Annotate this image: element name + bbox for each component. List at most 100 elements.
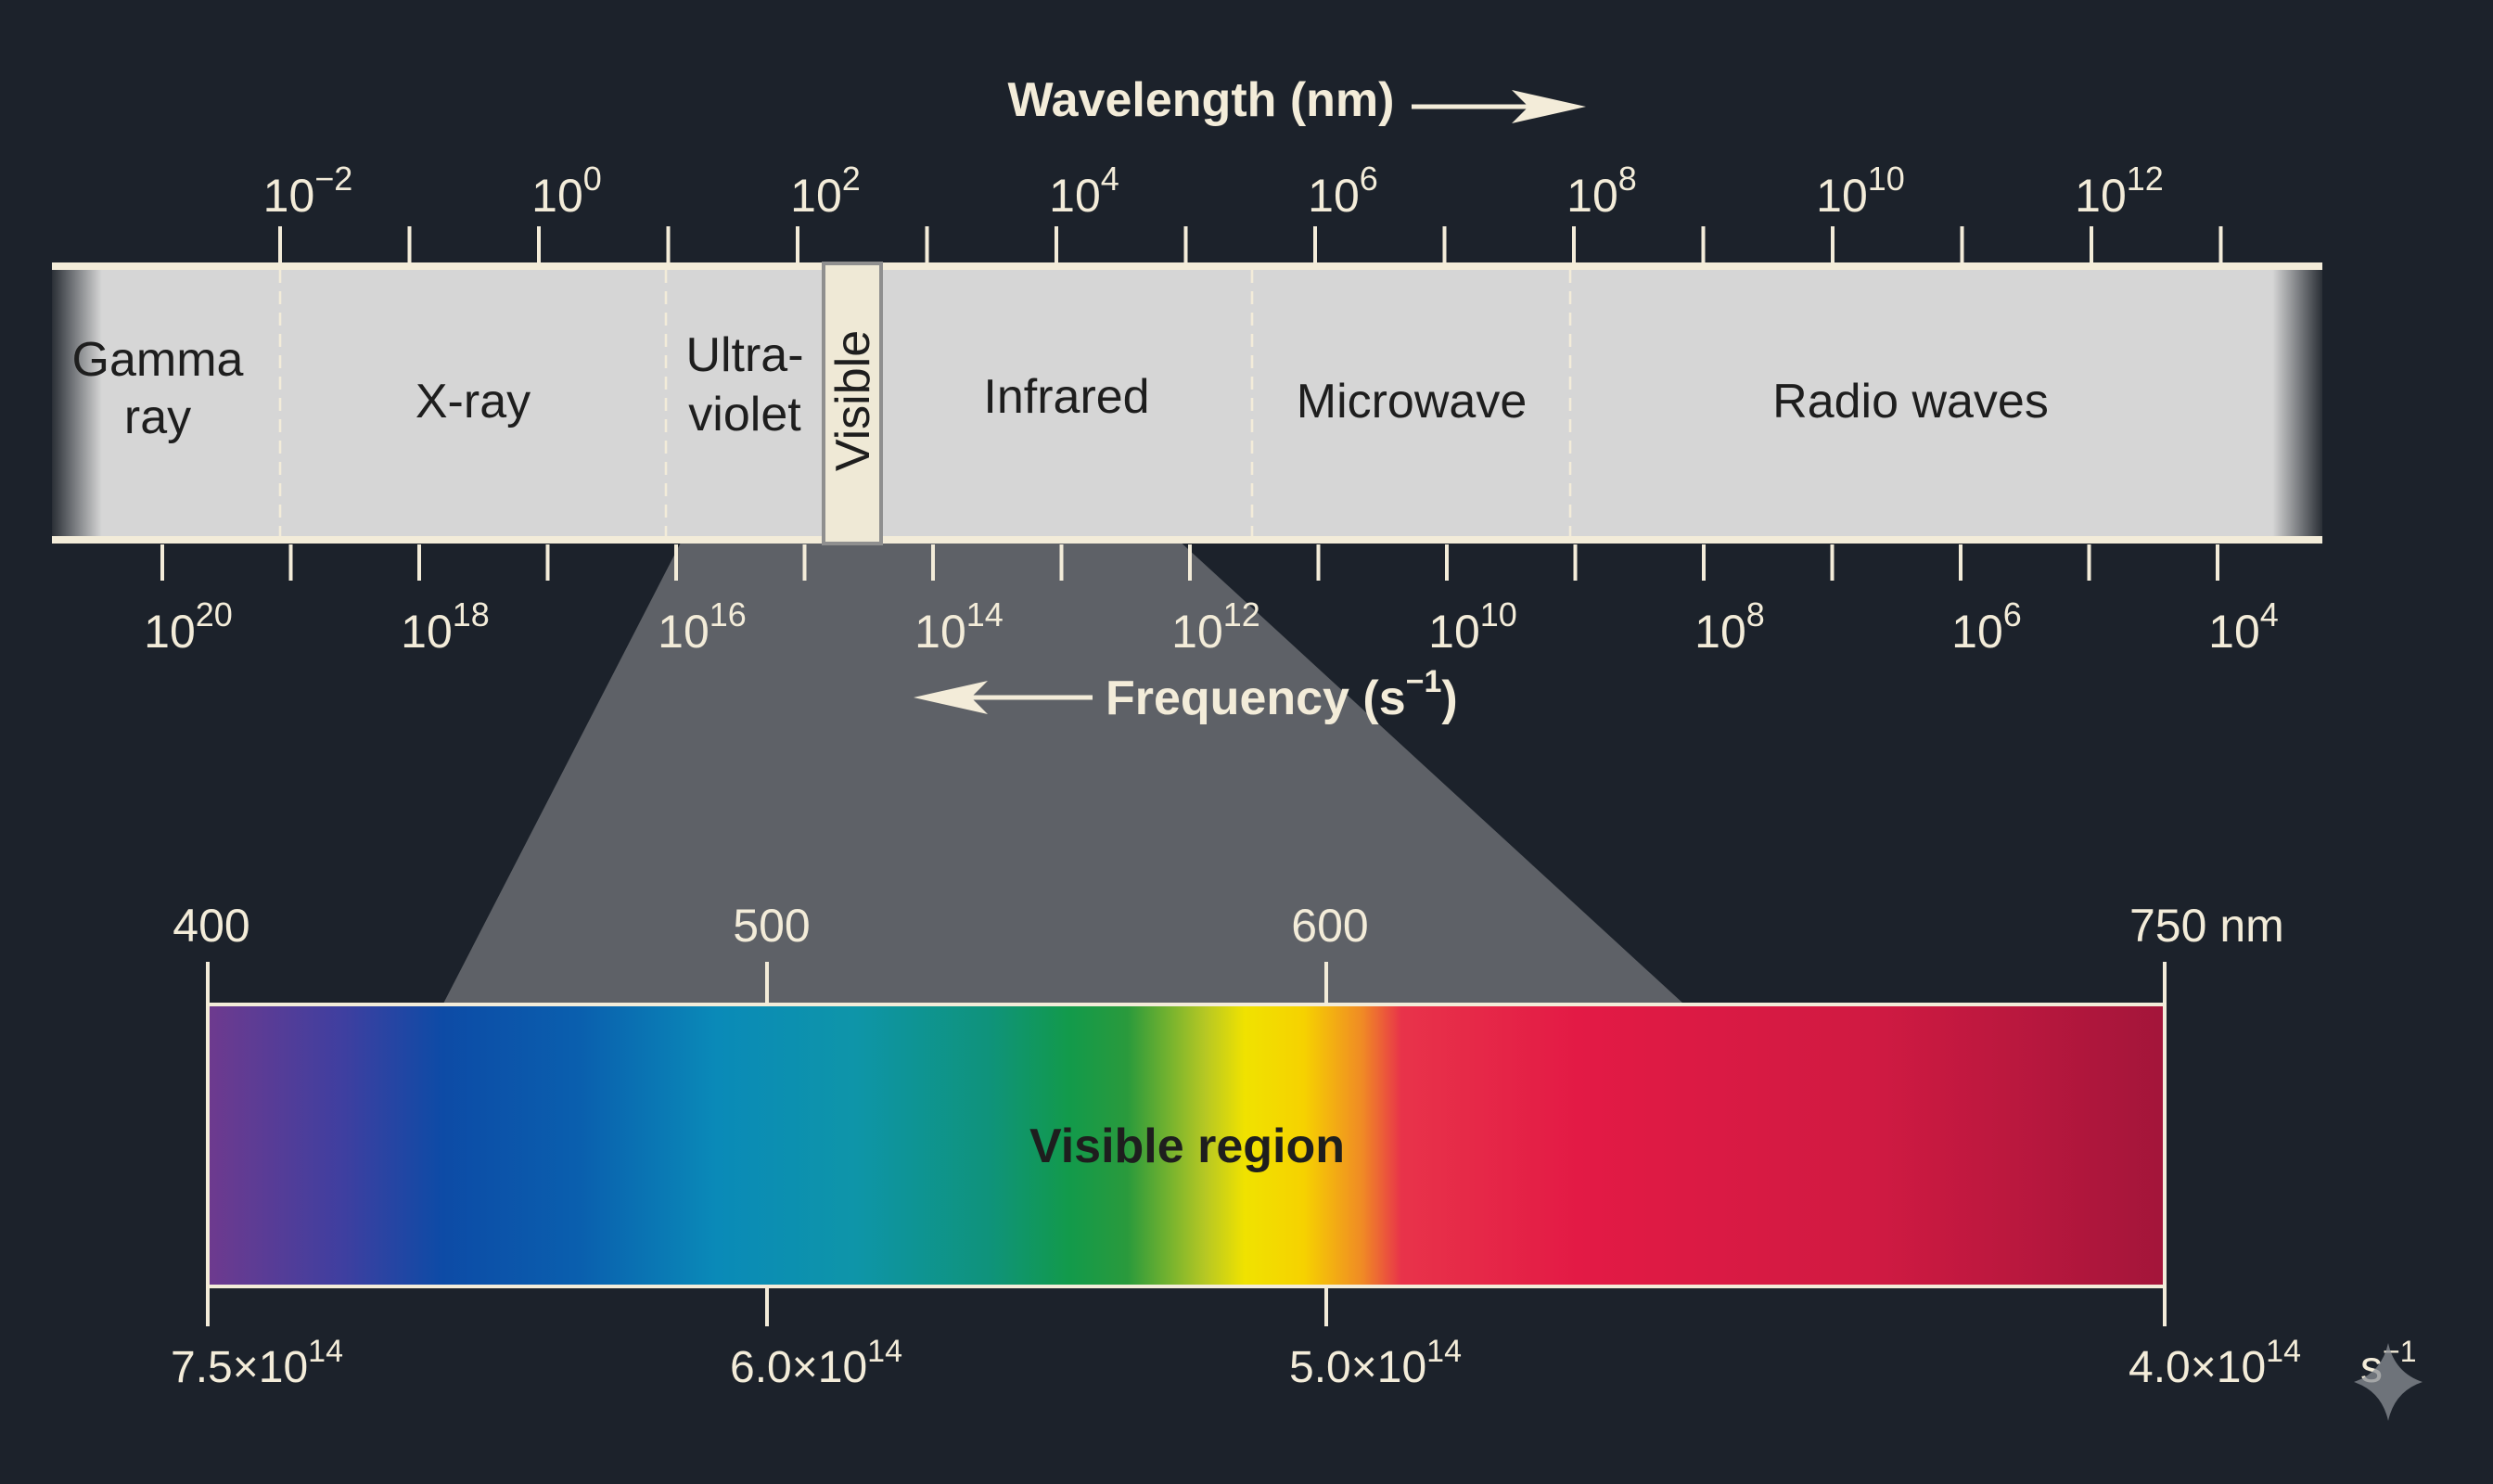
visible-region-label: Visible region — [1029, 1119, 1345, 1173]
visible-wavelength-label: 400 — [173, 900, 249, 952]
visible-wavelength-label: 500 — [733, 900, 810, 952]
sparkle-watermark-icon — [2354, 1343, 2423, 1421]
visible-frequency-label: 6.0×1014 — [730, 1334, 902, 1392]
frequency-tick-label-base: 10 — [1171, 606, 1223, 658]
frequency-tick-label-exp: 14 — [966, 595, 1004, 633]
wavelength-ticks — [278, 226, 2223, 262]
frequency-tick-label-exp: 4 — [2260, 595, 2279, 633]
label-gamma-line2: ray — [124, 390, 191, 444]
frequency-tick-label-exp: 6 — [2003, 595, 2022, 633]
wavelength-tick-label-exp: 4 — [1101, 160, 1119, 198]
wavelength-tick-label: 102 — [790, 160, 861, 222]
visible-frequency-mantissa: 7.5×10 — [171, 1343, 308, 1392]
visible-wavelength-labels: 400 500 600 750 nm — [173, 900, 2284, 952]
label-infrared: Infrared — [983, 370, 1149, 424]
frequency-tick-label: 1016 — [658, 595, 747, 658]
wavelength-tick-label-base: 10 — [531, 170, 583, 222]
frequency-tick-label-base: 10 — [401, 606, 453, 658]
frequency-tick-label-exp: 8 — [1746, 595, 1765, 633]
visible-frequency-exp: 14 — [867, 1334, 902, 1369]
visible-frequency-label: 7.5×1014 — [171, 1334, 343, 1392]
wavelength-tick-label: 104 — [1049, 160, 1119, 222]
wavelength-tick-label-base: 10 — [1566, 170, 1618, 222]
wavelength-arrow — [1412, 90, 1586, 123]
visible-wavelength-label: 750 nm — [2129, 900, 2284, 952]
frequency-tick-label: 1010 — [1428, 595, 1517, 658]
label-microwave: Microwave — [1297, 375, 1528, 429]
frequency-tick-label: 1018 — [401, 595, 490, 658]
spectrum-band — [52, 262, 2322, 545]
visible-spectrum-bar — [206, 1003, 2167, 1288]
frequency-title-text: Frequency (s — [1106, 672, 1406, 725]
wavelength-tick-label-exp: 10 — [1868, 160, 1905, 198]
visible-frequency-mantissa: 4.0×10 — [2129, 1343, 2266, 1392]
frequency-tick-label-exp: 12 — [1223, 595, 1260, 633]
wavelength-tick-label-base: 10 — [1049, 170, 1101, 222]
label-visible: Visible — [826, 330, 880, 471]
frequency-tick-label-exp: 16 — [710, 595, 747, 633]
frequency-tick-label: 108 — [1694, 595, 1765, 658]
region-labels: Gamma ray X-ray Ultra- violet Visible In… — [72, 328, 2049, 471]
spectrum-band-body — [52, 266, 2322, 541]
visible-frequency-mantissa: 6.0×10 — [730, 1343, 867, 1392]
frequency-tick-label-exp: 20 — [196, 595, 233, 633]
label-xray: X-ray — [416, 375, 531, 429]
wavelength-tick-label: 108 — [1566, 160, 1637, 222]
frequency-arrow — [914, 681, 1093, 714]
wavelength-tick-label-base: 10 — [1816, 170, 1868, 222]
visible-band — [822, 262, 883, 545]
frequency-title-close: ) — [1441, 672, 1457, 725]
frequency-tick-label: 104 — [2208, 595, 2279, 658]
frequency-axis-title: Frequency (s−1) — [1106, 664, 1458, 725]
wavelength-tick-label-exp: 0 — [583, 160, 602, 198]
visible-wavelength-label: 600 — [1291, 900, 1368, 952]
wavelength-tick-label-base: 10 — [1308, 170, 1360, 222]
frequency-tick-label-base: 10 — [658, 606, 710, 658]
frequency-tick-label: 106 — [1951, 595, 2022, 658]
visible-frequency-label: 5.0×1014 — [1289, 1334, 1462, 1392]
frequency-tick-label-base: 10 — [2208, 606, 2260, 658]
wavelength-tick-label: 106 — [1308, 160, 1378, 222]
visible-frequency-exp: 14 — [308, 1334, 343, 1369]
frequency-tick-label-base: 10 — [144, 606, 196, 658]
visible-frequency-label: 4.0×1014 — [2129, 1334, 2301, 1392]
label-gamma-line1: Gamma — [72, 333, 244, 387]
frequency-tick-label-base: 10 — [1428, 606, 1480, 658]
visible-frequency-mantissa: 5.0×10 — [1289, 1343, 1426, 1392]
frequency-tick-label-base: 10 — [1951, 606, 2003, 658]
wavelength-tick-label: 100 — [531, 160, 602, 222]
frequency-tick-label-exp: 18 — [453, 595, 490, 633]
wavelength-tick-label: 10−2 — [263, 160, 353, 222]
label-uv-line2: violet — [688, 388, 801, 441]
wavelength-tick-label: 1012 — [2075, 160, 2164, 222]
frequency-tick-label: 1020 — [144, 595, 233, 658]
visible-region-ticks — [206, 962, 2167, 1326]
wavelength-tick-label-exp: 6 — [1360, 160, 1378, 198]
visible-frequency-exp: 14 — [1426, 1334, 1462, 1369]
wavelength-tick-label-exp: 8 — [1618, 160, 1637, 198]
frequency-title-exp: −1 — [1406, 664, 1442, 699]
frequency-tick-label-base: 10 — [1694, 606, 1746, 658]
frequency-ticks — [160, 544, 2219, 581]
visible-frequency-exp: 14 — [2266, 1334, 2301, 1369]
wavelength-tick-label-exp: 12 — [2127, 160, 2164, 198]
wavelength-tick-label-base: 10 — [790, 170, 842, 222]
frequency-tick-label-exp: 10 — [1480, 595, 1517, 633]
wavelength-tick-label-exp: −2 — [314, 160, 352, 198]
wavelength-axis-title: Wavelength (nm) — [1008, 73, 1395, 127]
label-uv-line1: Ultra- — [685, 328, 803, 382]
wavelength-tick-label-base: 10 — [263, 170, 315, 222]
frequency-tick-label: 1014 — [914, 595, 1004, 658]
frequency-tick-label: 1012 — [1171, 595, 1260, 658]
frequency-tick-label-base: 10 — [914, 606, 966, 658]
wavelength-tick-label-base: 10 — [2075, 170, 2127, 222]
wavelength-tick-label-exp: 2 — [842, 160, 861, 198]
label-radio: Radio waves — [1772, 375, 2049, 429]
